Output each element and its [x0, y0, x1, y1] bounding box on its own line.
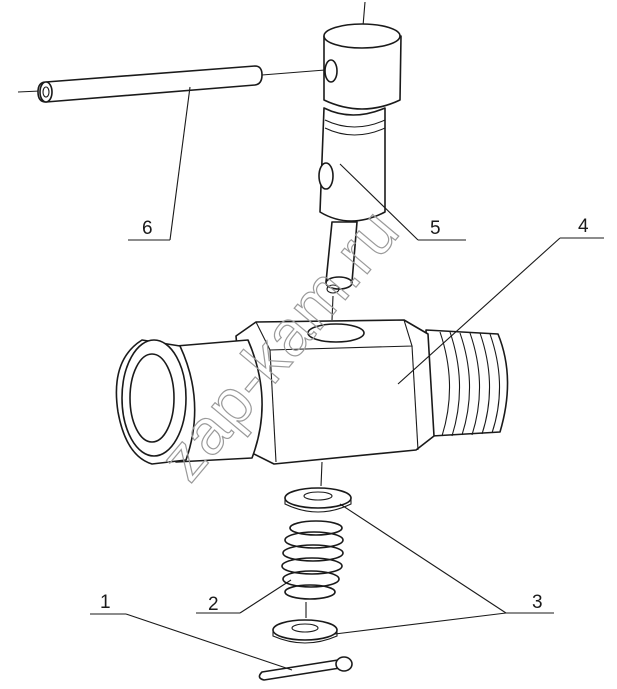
callout-4: 4 [578, 216, 589, 237]
part-2-spring [281, 520, 344, 618]
callout-1: 1 [100, 592, 111, 613]
callout-6: 6 [142, 218, 153, 239]
leader-lines [90, 86, 604, 671]
part-3-washer-upper [284, 487, 352, 513]
callout-5: 5 [430, 218, 441, 239]
callout-2: 2 [208, 594, 219, 615]
part-4-valve-body [115, 319, 509, 487]
part-6-pin [17, 65, 326, 103]
part-3-washer-lower [272, 619, 338, 644]
callout-3: 3 [532, 592, 543, 613]
part-1-pin [258, 656, 353, 681]
